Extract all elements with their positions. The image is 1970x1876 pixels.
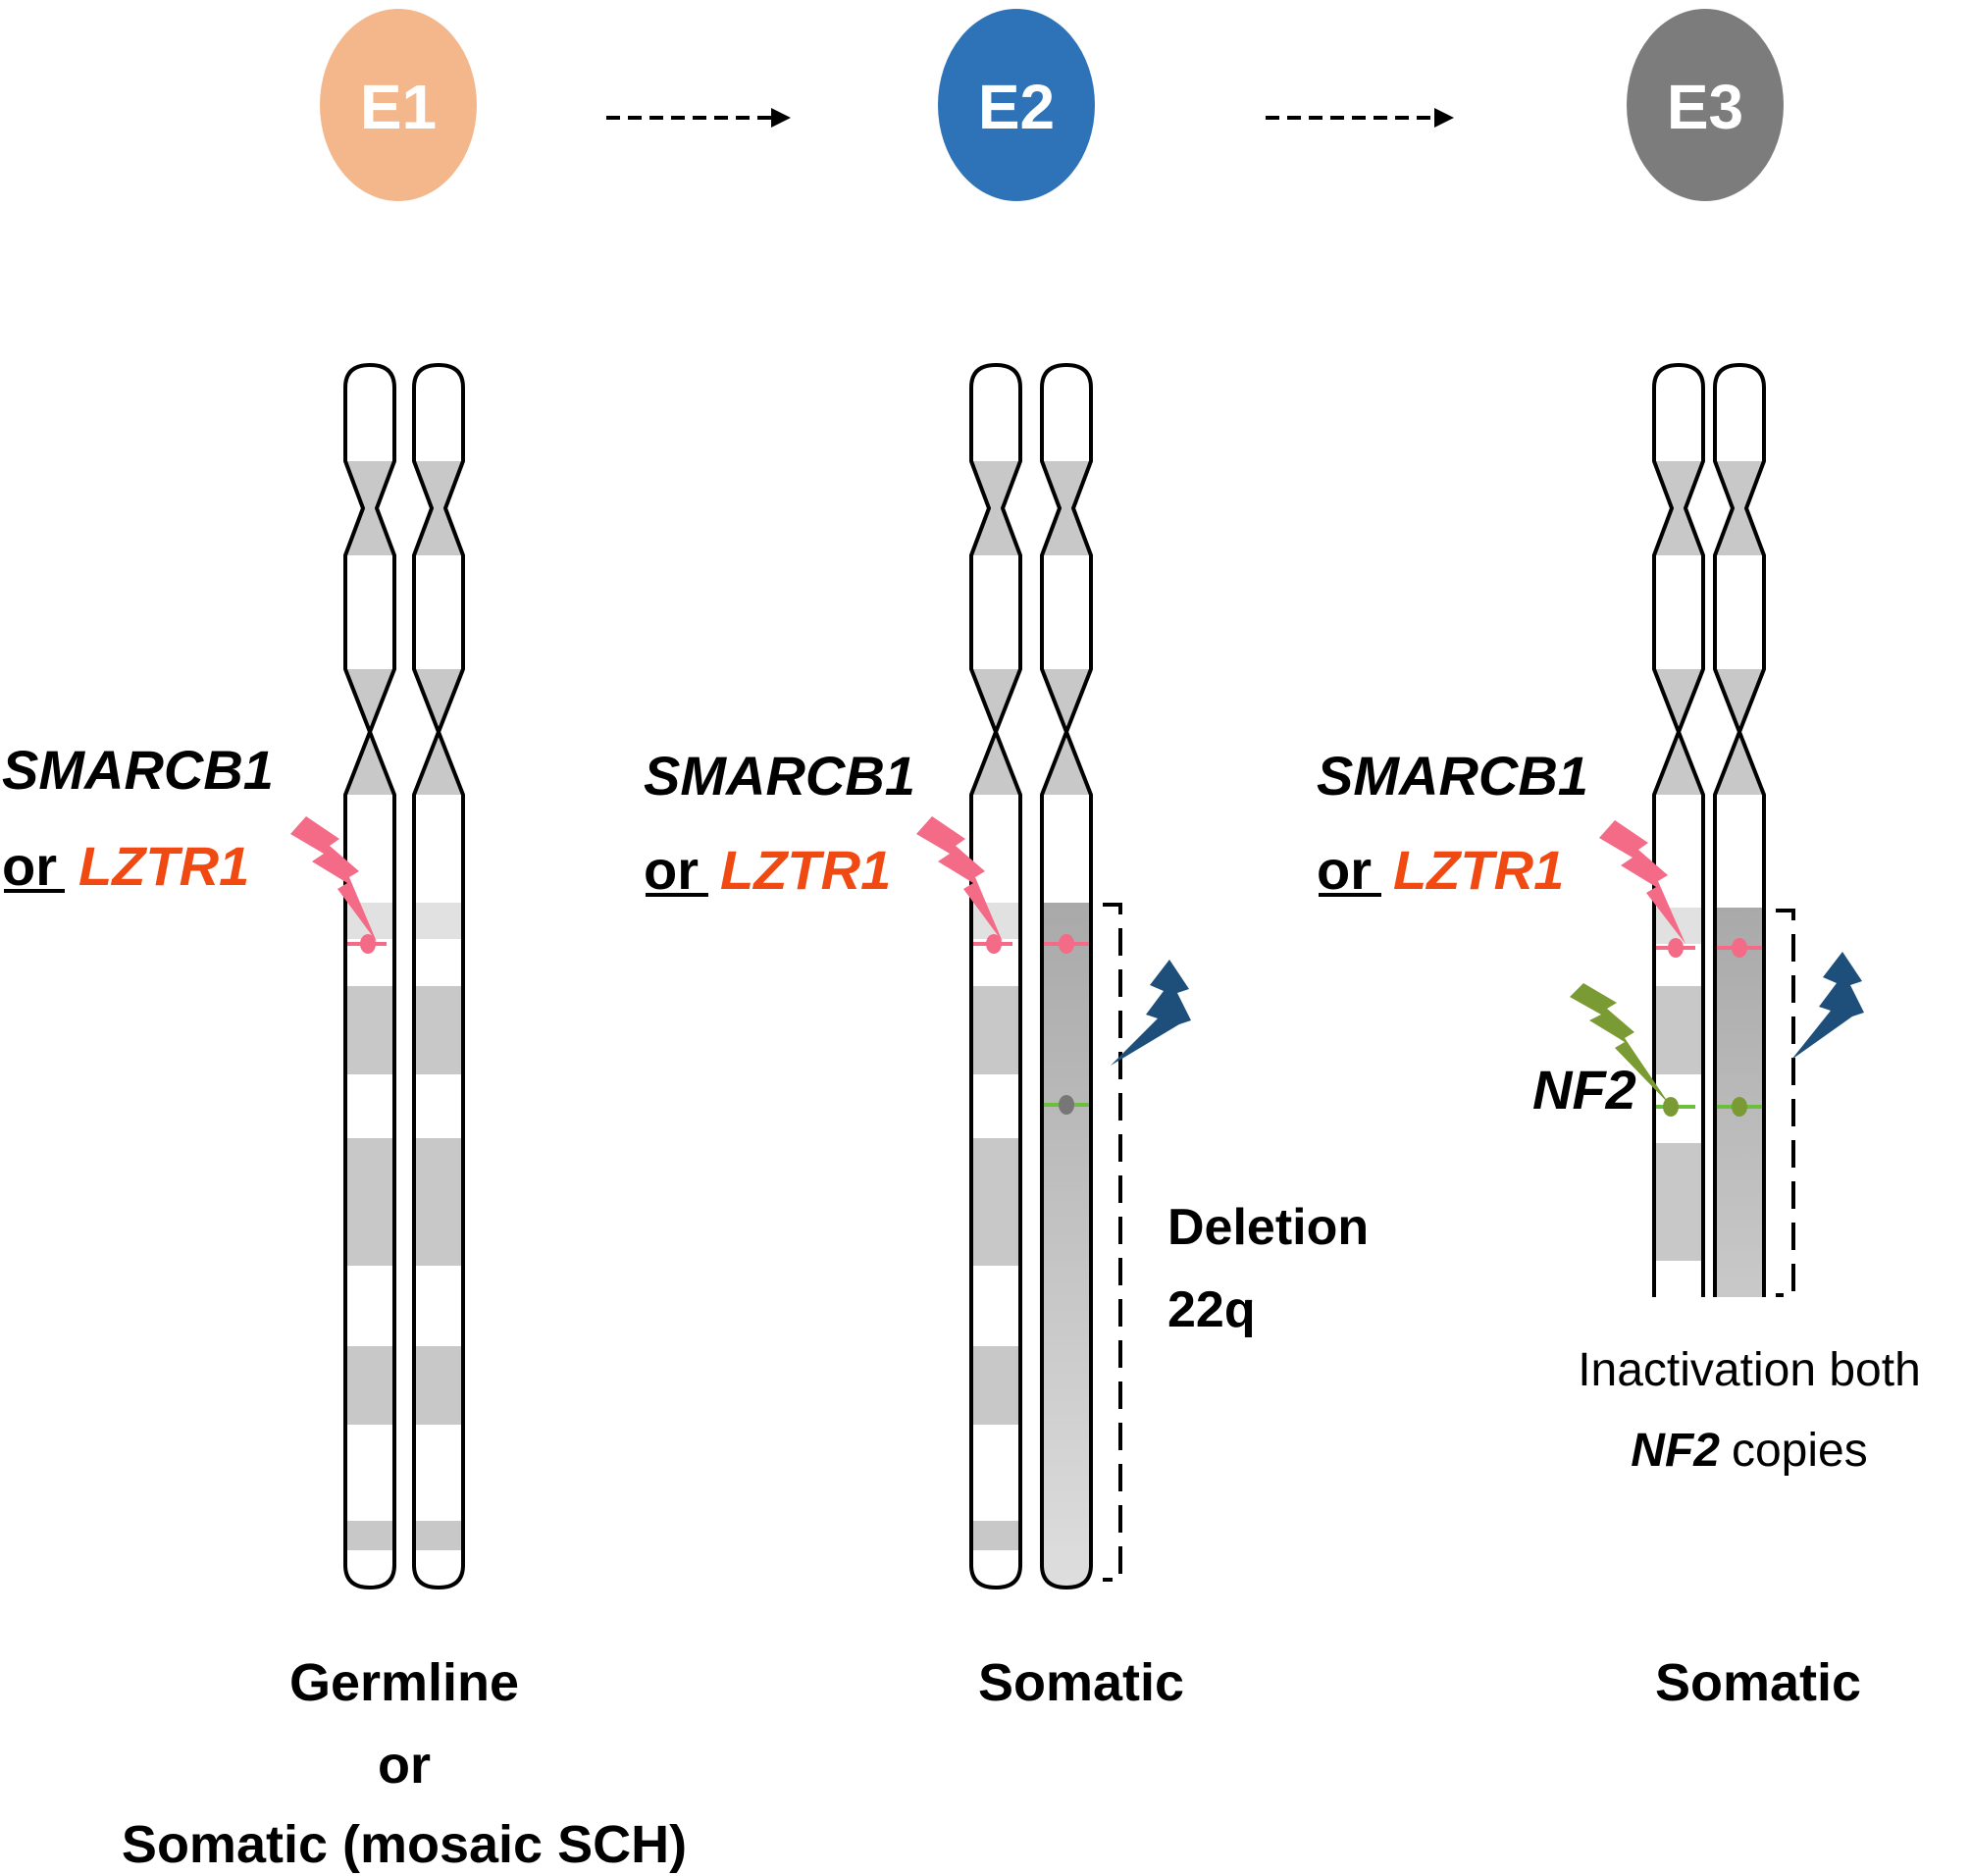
chromosome-pair-e2 bbox=[916, 363, 1191, 1589]
chromosome-icon bbox=[412, 363, 465, 1589]
or-word: or bbox=[1317, 839, 1372, 901]
smarcb1-locus-dot bbox=[1059, 934, 1074, 954]
chromosome-icon bbox=[343, 363, 396, 1589]
gene-label-e3: SMARCB1 bbox=[1317, 745, 1588, 807]
lightning-bolt-icon bbox=[1570, 983, 1670, 1105]
lightning-bolt-icon bbox=[1599, 820, 1685, 944]
chromosome-icon bbox=[969, 363, 1022, 1589]
lightning-bolt-icon bbox=[1791, 952, 1864, 1060]
caption-e3: Somatic bbox=[1655, 1653, 1861, 1712]
deletion-label-2: 22q bbox=[1167, 1281, 1256, 1338]
nf2-label: NF2 bbox=[1532, 1059, 1636, 1120]
chromosome-pair-e1 bbox=[290, 363, 465, 1589]
gene2-name: LZTR1 bbox=[78, 835, 249, 897]
stage-e1: E1 bbox=[320, 9, 477, 201]
nf2-locus-dot bbox=[1059, 1095, 1074, 1115]
nf2-locus-dot bbox=[1732, 1097, 1747, 1117]
or-label-e1: or LZTR1 bbox=[2, 835, 249, 897]
inactivation-line1: Inactivation both bbox=[1578, 1344, 1921, 1396]
lightning-bolt-icon bbox=[290, 816, 377, 942]
or-label-e2: or LZTR1 bbox=[644, 839, 891, 901]
caption-e1-line3: Somatic (mosaic SCH) bbox=[122, 1815, 687, 1874]
smarcb1-mutation-dot bbox=[986, 934, 1002, 954]
inactivation-rest: copies bbox=[1732, 1425, 1868, 1477]
or-word: or bbox=[2, 835, 57, 897]
deletion-line1: Deletion bbox=[1167, 1199, 1369, 1256]
stage-e3: E3 bbox=[1627, 9, 1784, 201]
stage-e2-oval bbox=[938, 9, 1095, 201]
deletion-label: Deletion bbox=[1167, 1199, 1369, 1256]
stage-e2-label: E2 bbox=[978, 72, 1055, 142]
stage-e1-label: E1 bbox=[360, 72, 437, 142]
chromosome-pair-e3 bbox=[1570, 363, 1864, 1297]
stage-e3-label: E3 bbox=[1667, 72, 1743, 142]
stage-e1-oval bbox=[320, 9, 477, 201]
gene1-name: SMARCB1 bbox=[644, 745, 915, 807]
gene-label-e1: SMARCB1 bbox=[2, 739, 274, 801]
nf2-name: NF2 bbox=[1532, 1059, 1636, 1120]
chromosome-icon bbox=[1652, 363, 1705, 1297]
deletion-bracket bbox=[1103, 903, 1122, 1582]
gene2-name: LZTR1 bbox=[1393, 839, 1564, 901]
or-word: or bbox=[644, 839, 699, 901]
gene1-name: SMARCB1 bbox=[1317, 745, 1588, 807]
chromosome-icon bbox=[1713, 363, 1766, 1297]
lightning-bolt-icon bbox=[916, 816, 1003, 942]
inactivation-gene: NF2 bbox=[1631, 1425, 1720, 1477]
deletion-line2: 22q bbox=[1167, 1281, 1256, 1338]
caption-e2: Somatic bbox=[978, 1653, 1184, 1712]
smarcb1-mutation-dot bbox=[360, 934, 376, 954]
inactivation-label: Inactivation both bbox=[1578, 1344, 1921, 1396]
caption-e1-line2: or bbox=[378, 1736, 431, 1795]
gene2-name: LZTR1 bbox=[720, 839, 891, 901]
nf2-mutation-dot bbox=[1663, 1097, 1679, 1117]
or-label-e3: or LZTR1 bbox=[1317, 839, 1564, 901]
caption-e1-line1: Germline bbox=[289, 1653, 519, 1712]
stage-e3-oval bbox=[1627, 9, 1784, 201]
caption-e1: Germline or Somatic (mosaic SCH) bbox=[122, 1653, 687, 1874]
deletion-bracket bbox=[1776, 909, 1795, 1297]
lightning-bolt-icon bbox=[1111, 960, 1191, 1066]
gene1-name: SMARCB1 bbox=[2, 739, 274, 801]
stage-e2: E2 bbox=[938, 9, 1095, 201]
smarcb1-locus-dot bbox=[1732, 938, 1747, 958]
gene-label-e2: SMARCB1 bbox=[644, 745, 915, 807]
smarcb1-mutation-dot bbox=[1668, 938, 1684, 958]
chromosome-icon bbox=[1040, 363, 1093, 1589]
